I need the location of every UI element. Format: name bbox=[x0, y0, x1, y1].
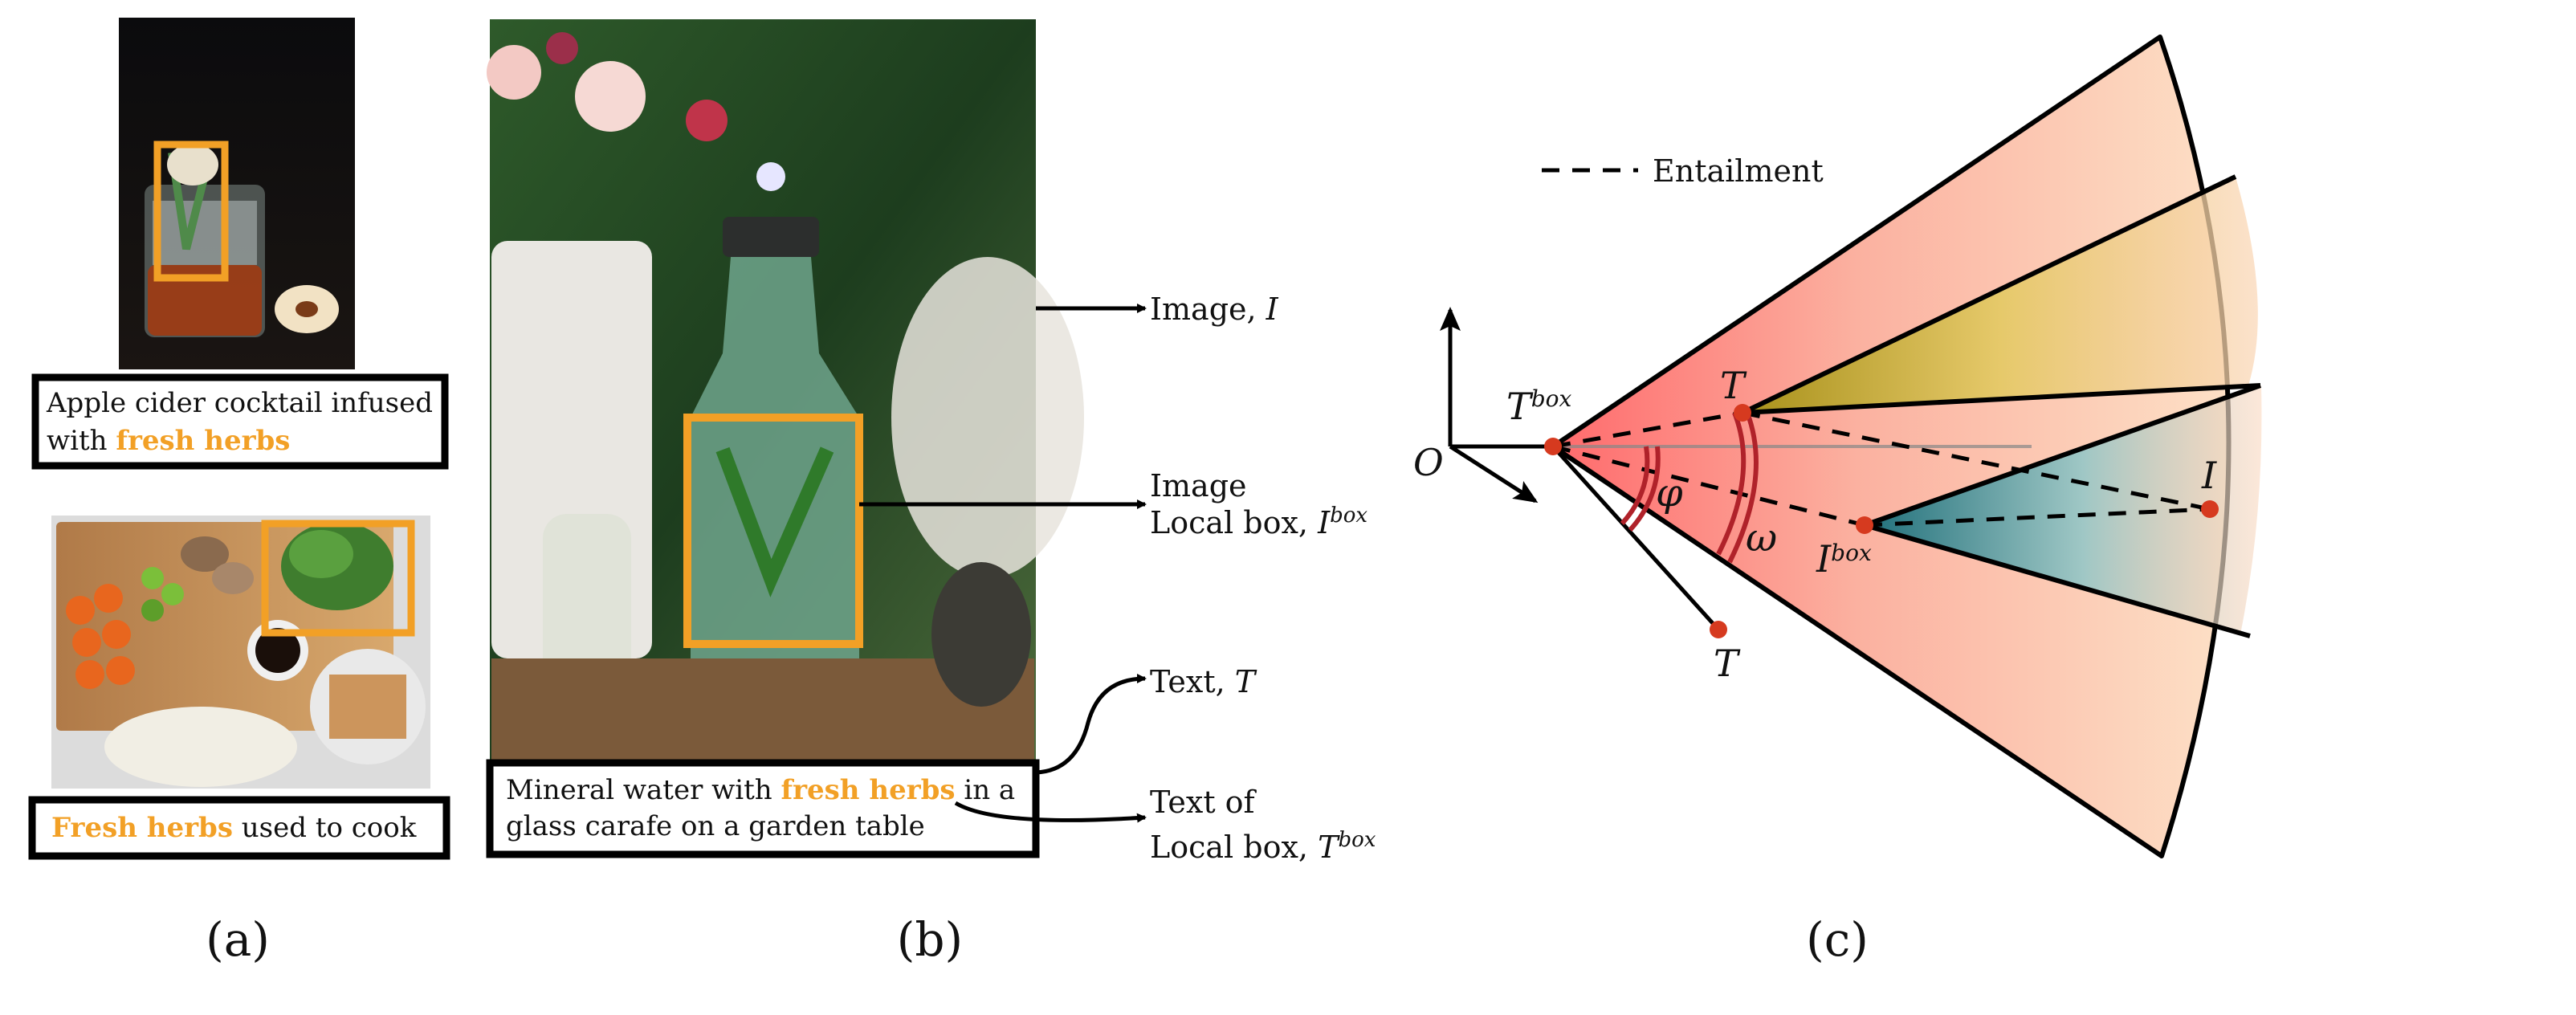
label-t-box-sup: box bbox=[1531, 385, 1572, 412]
label-t-box-main: T bbox=[1506, 385, 1534, 428]
image-box-cone bbox=[1865, 385, 2262, 634]
label-t: T bbox=[1720, 364, 1747, 407]
label-image: Image, I bbox=[1150, 291, 1279, 327]
caption-box-1 bbox=[31, 373, 449, 470]
cone-line-1 bbox=[1741, 174, 2237, 415]
label-omega: ω bbox=[1746, 516, 1777, 560]
label-local-line-2: Local box, Ibox bbox=[1150, 503, 1367, 540]
panel-b-label: (b) bbox=[897, 912, 963, 967]
label-local-symbol: I bbox=[1317, 505, 1331, 540]
panel-c-label: (c) bbox=[1806, 912, 1869, 967]
label-t-lower: T bbox=[1714, 642, 1741, 685]
label-origin: O bbox=[1413, 441, 1444, 484]
caption-2-highlight: Fresh herbs bbox=[51, 812, 233, 844]
line-lower-t bbox=[1551, 445, 1720, 631]
caption-1-prefix: with bbox=[47, 425, 116, 457]
axis-z bbox=[1449, 444, 1539, 503]
text-cone bbox=[1742, 177, 2258, 413]
label-text: Text, T bbox=[1150, 664, 1257, 699]
caption-1-highlight: fresh herbs bbox=[116, 425, 290, 457]
phi-arc-2 bbox=[1628, 446, 1661, 532]
cone-line-3 bbox=[1864, 383, 2261, 528]
label-textlocal-line-2: Local box, Tbox bbox=[1150, 828, 1376, 865]
label-text-symbol: T bbox=[1235, 664, 1257, 699]
local-box-highlight-2 bbox=[261, 520, 415, 637]
phi-arc bbox=[1620, 446, 1650, 526]
caption-2: Fresh herbs used to cook bbox=[51, 812, 417, 844]
label-textlocal-symbol: T bbox=[1318, 830, 1340, 865]
legend-label: Entailment bbox=[1653, 153, 1824, 189]
caption-b-highlight: fresh herbs bbox=[781, 774, 955, 806]
point-i bbox=[2201, 500, 2219, 518]
label-i: I bbox=[2201, 454, 2217, 497]
caption-b-line-2: glass carafe on a garden table bbox=[506, 810, 925, 842]
omega-arc bbox=[1716, 411, 1747, 556]
caption-b-suffix: in a bbox=[956, 774, 1016, 806]
label-local-sup: box bbox=[1330, 503, 1367, 528]
caption-2-suffix: used to cook bbox=[233, 812, 417, 844]
label-image-symbol: I bbox=[1266, 291, 1279, 327]
caption-b-prefix: Mineral water with bbox=[506, 774, 781, 806]
cooking-photo bbox=[51, 516, 430, 789]
label-i-box-sup: box bbox=[1831, 540, 1872, 566]
omega-arc-2 bbox=[1727, 411, 1759, 564]
label-text-text: Text, bbox=[1150, 664, 1235, 699]
cone-line-2 bbox=[1742, 383, 2261, 415]
panel-c: O Tbox T T Ibox I φ ω Entailment (c) bbox=[1413, 35, 2262, 967]
panel-b: Mineral water with fresh herbs in a glas… bbox=[486, 19, 1376, 967]
local-box-highlight-3 bbox=[683, 414, 863, 648]
label-textlocal-text: Local box, bbox=[1150, 830, 1318, 865]
cocktail-photo bbox=[119, 18, 355, 369]
label-local-text: Local box, bbox=[1150, 505, 1318, 540]
label-i-box-main: I bbox=[1816, 537, 1832, 581]
label-phi: φ bbox=[1656, 471, 1683, 516]
caption-box-b bbox=[486, 759, 1040, 858]
caption-1-line-1: Apple cider cocktail infused bbox=[46, 387, 433, 419]
label-textlocal-line-1: Text of bbox=[1150, 785, 1257, 820]
caption-b-line-1: Mineral water with fresh herbs in a bbox=[506, 774, 1015, 806]
cone-line-4 bbox=[1864, 523, 2251, 638]
caption-1-line-2: with fresh herbs bbox=[47, 425, 290, 457]
label-local-line-1: Image bbox=[1150, 468, 1247, 503]
label-i-box: Ibox bbox=[1816, 537, 1872, 581]
panel-a: Apple cider cocktail infused with fresh … bbox=[28, 18, 450, 967]
point-t-box bbox=[1544, 438, 1562, 455]
entailment-dashes bbox=[1552, 410, 2211, 528]
label-image-text: Image, bbox=[1150, 291, 1266, 327]
caption-box-2 bbox=[28, 796, 450, 860]
panel-a-label: (a) bbox=[206, 912, 270, 967]
local-box-highlight bbox=[153, 141, 229, 282]
arrow-text bbox=[1035, 674, 1147, 775]
point-t-lower bbox=[1710, 621, 1727, 638]
garden-photo bbox=[487, 19, 1084, 766]
point-i-box bbox=[1856, 516, 1873, 534]
point-t bbox=[1734, 404, 1751, 422]
label-t-box: Tbox bbox=[1506, 385, 1571, 428]
label-textlocal-sup: box bbox=[1338, 828, 1376, 852]
arrow-text-local bbox=[954, 801, 1147, 823]
